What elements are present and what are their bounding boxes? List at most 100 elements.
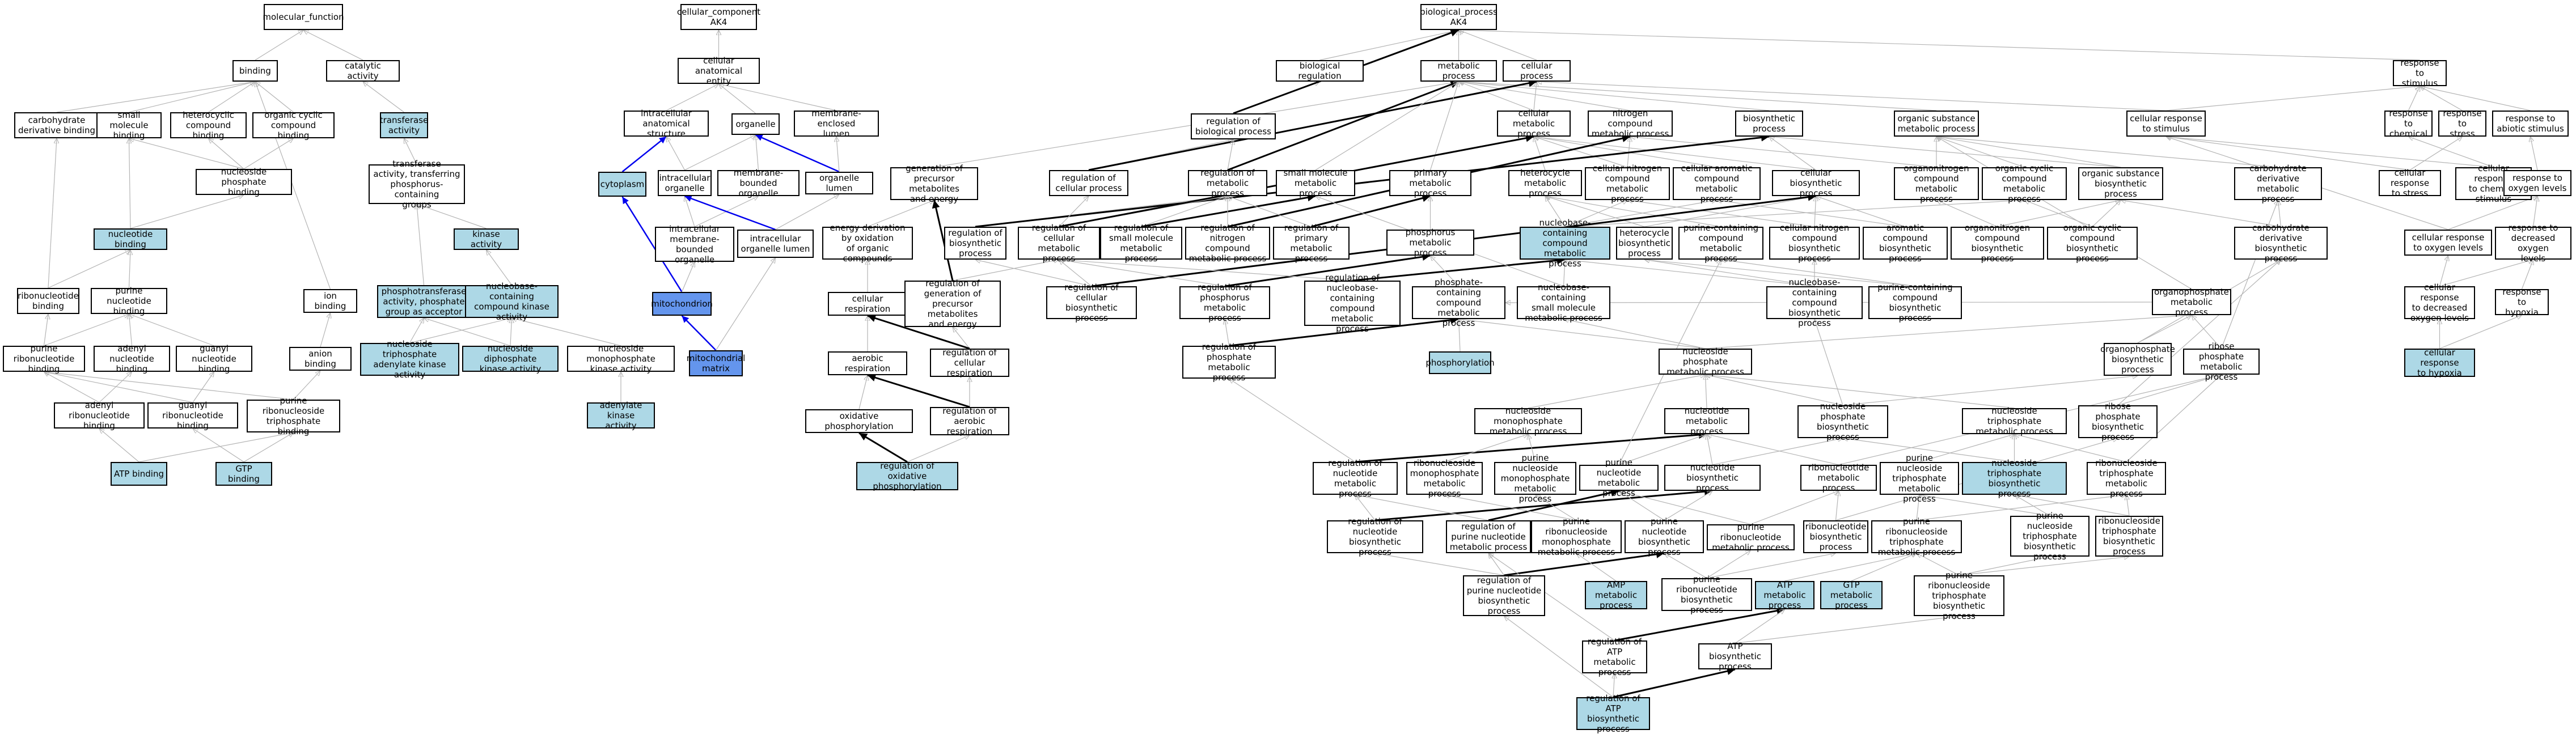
node-response-to-stimulus[interactable]: response to stimulus	[2393, 58, 2447, 88]
node-membrane-bounded-organelle[interactable]: membrane-bounded organelle	[717, 168, 800, 198]
node-cellular-biosynthetic-process[interactable]: cellular biosynthetic process	[1772, 168, 1860, 198]
node-cellular-anatomical-entity[interactable]: cellular anatomical entity	[678, 56, 760, 86]
node-organelle[interactable]: organelle	[731, 113, 780, 135]
node-ntp-adenylate-kinase-activity[interactable]: nucleoside triphosphate adenylate kinase…	[360, 339, 459, 380]
node-regulation-of-small-molecule-metabolic-process[interactable]: regulation of small molecule metabolic p…	[1100, 223, 1182, 264]
node-atp-binding[interactable]: ATP binding	[111, 462, 167, 486]
node-energy-derivation-by-oxidation[interactable]: energy derivation by oxidation of organi…	[822, 223, 913, 264]
node-amp-metabolic-process[interactable]: AMP metabolic process	[1585, 580, 1647, 610]
node-aromatic-compound-biosynthetic-process[interactable]: aromatic compound biosynthetic process	[1863, 223, 1948, 264]
node-cellular-process[interactable]: cellular process	[1503, 60, 1571, 82]
node-purine-ribonucleoside-monophosphate-metabolic-process[interactable]: purine ribonucleoside monophosphate meta…	[1531, 516, 1622, 557]
node-nucleoside-phosphate-binding[interactable]: nucleoside phosphate binding	[196, 167, 292, 197]
node-carbohydrate-derivative-binding[interactable]: carbohydrate derivative binding	[14, 112, 99, 138]
node-nucleoside-phosphate-biosynthetic-process[interactable]: nucleoside phosphate biosynthetic proces…	[1797, 401, 1888, 442]
node-carbohydrate-derivative-metabolic-process[interactable]: carbohydrate derivative metabolic proces…	[2234, 163, 2322, 204]
node-phosphorus-metabolic-process[interactable]: phosphorus metabolic process	[1386, 227, 1474, 258]
node-nbc-biosynthetic-process[interactable]: nucleobase-containing compound biosynthe…	[1766, 277, 1863, 328]
node-regulation-of-cellular-respiration[interactable]: regulation of cellular respiration	[930, 347, 1009, 378]
node-mitochondrion[interactable]: mitochondrion	[651, 292, 713, 316]
node-biological-process[interactable]: biological_process AK4	[1420, 4, 1498, 30]
node-purine-nucleoside-triphosphate-biosynthetic-process[interactable]: purine nucleoside triphosphate biosynthe…	[2010, 511, 2089, 562]
node-cytoplasm[interactable]: cytoplasm	[598, 172, 646, 197]
node-binding[interactable]: binding	[232, 60, 278, 82]
node-phosphotransferase-activity[interactable]: phosphotransferase activity, phosphate g…	[377, 285, 471, 318]
node-cellular-metabolic-process[interactable]: cellular metabolic process	[1497, 108, 1571, 139]
node-small-molecule-binding[interactable]: small molecule binding	[96, 110, 162, 141]
node-ribose-phosphate-biosynthetic-process[interactable]: ribose phosphate biosynthetic process	[2078, 401, 2158, 442]
node-organic-cyclic-compound-biosynthetic-process[interactable]: organic cyclic compound biosynthetic pro…	[2047, 223, 2138, 264]
node-generation-of-precursor-metabolites[interactable]: generation of precursor metabolites and …	[890, 163, 978, 204]
node-organonitrogen-compound-metabolic-process[interactable]: organonitrogen compound metabolic proces…	[1894, 163, 1979, 204]
node-nbc-metabolic-process[interactable]: nucleobase-containing compound metabolic…	[1520, 218, 1610, 269]
node-gtp-binding[interactable]: GTP binding	[215, 462, 272, 486]
node-cellular-nitrogen-compound-biosynthetic-process[interactable]: cellular nitrogen compound biosynthetic …	[1769, 223, 1860, 264]
node-regulation-of-purine-nucleotide-biosynthetic-process[interactable]: regulation of purine nucleotide biosynth…	[1463, 575, 1545, 616]
node-adenylate-kinase-activity[interactable]: adenylate kinase activity	[587, 400, 655, 431]
node-purine-nucleotide-metabolic-process[interactable]: purine nucleotide metabolic process	[1579, 457, 1659, 498]
node-purine-ribonucleoside-triphosphate-biosynthetic-process[interactable]: purine ribonucleoside triphosphate biosy…	[1914, 570, 2004, 621]
node-biosynthetic-process[interactable]: biosynthetic process	[1735, 111, 1803, 137]
node-ntp-metabolic-process[interactable]: nucleoside triphosphate metabolic proces…	[1962, 406, 2067, 436]
node-regulation-of-nucleotide-biosynthetic-process[interactable]: regulation of nucleotide biosynthetic pr…	[1327, 516, 1423, 557]
node-transferase-phosphorus-groups[interactable]: transferase activity, transferring phosp…	[369, 159, 465, 210]
node-intracellular-membrane-bounded-organelle[interactable]: intracellular membrane-bounded organelle	[655, 224, 734, 265]
node-small-molecule-metabolic-process[interactable]: small molecule metabolic process	[1276, 168, 1355, 198]
node-regulation-of-nucleotide-metabolic-process[interactable]: regulation of nucleotide metabolic proce…	[1313, 458, 1398, 499]
node-guanyl-ribonucleotide-binding[interactable]: guanyl ribonucleotide binding	[147, 400, 238, 431]
node-intracellular-anatomical-structure[interactable]: intracellular anatomical structure	[624, 108, 709, 139]
node-heterocyclic-compound-binding[interactable]: heterocyclic compound binding	[170, 110, 247, 141]
node-cellular-response-to-oxygen-levels[interactable]: cellular response to oxygen levels	[2404, 230, 2492, 256]
node-purine-ribonucleoside-triphosphate-binding[interactable]: purine ribonucleoside triphosphate bindi…	[247, 396, 340, 436]
node-regulation-of-generation-of-precursor-metabolites[interactable]: regulation of generation of precursor me…	[904, 278, 1001, 329]
node-regulation-of-atp-biosynthetic-process[interactable]: regulation of ATP biosynthetic process	[1576, 693, 1650, 734]
node-nbc-kinase-activity[interactable]: nucleobase-containing compound kinase ac…	[465, 281, 559, 322]
node-regulation-of-aerobic-respiration[interactable]: regulation of aerobic respiration	[930, 406, 1009, 436]
node-purine-ribonucleotide-biosynthetic-process[interactable]: purine ribonucleotide biosynthetic proce…	[1661, 574, 1752, 615]
node-organelle-lumen[interactable]: organelle lumen	[805, 172, 873, 194]
node-response-to-chemical[interactable]: response to chemical	[2384, 108, 2433, 139]
node-phosphate-containing-compound-metabolic-process[interactable]: phosphate-containing compound metabolic …	[1412, 277, 1505, 328]
node-cellular-component[interactable]: cellular_component AK4	[677, 4, 760, 30]
node-organophosphate-metabolic-process[interactable]: organophosphate metabolic process	[2152, 287, 2231, 317]
node-organophosphate-biosynthetic-process[interactable]: organophosphate biosynthetic process	[2100, 343, 2175, 376]
node-carbohydrate-derivative-biosynthetic-process[interactable]: carbohydrate derivative biosynthetic pro…	[2234, 223, 2328, 264]
node-purine-nucleoside-triphosphate-metabolic-process[interactable]: purine nucleoside triphosphate metabolic…	[1880, 453, 1959, 504]
node-cellular-aromatic-compound-metabolic-process[interactable]: cellular aromatic compound metabolic pro…	[1673, 163, 1761, 204]
node-ribose-phosphate-metabolic-process[interactable]: ribose phosphate metabolic process	[2183, 341, 2260, 382]
node-regulation-of-primary-metabolic-process[interactable]: regulation of primary metabolic process	[1273, 223, 1350, 264]
node-purine-ribonucleotide-binding[interactable]: purine ribonucleotide binding	[3, 343, 85, 374]
node-nucleotide-biosynthetic-process[interactable]: nucleotide biosynthetic process	[1664, 463, 1761, 493]
node-organonitrogen-compound-biosynthetic-process[interactable]: organonitrogen compound biosynthetic pro…	[1951, 223, 2044, 264]
node-nucleotide-binding[interactable]: nucleotide binding	[94, 228, 167, 250]
node-atp-metabolic-process[interactable]: ATP metabolic process	[1755, 580, 1814, 610]
node-regulation-of-cellular-metabolic-process[interactable]: regulation of cellular metabolic process	[1018, 223, 1100, 264]
node-regulation-of-biosynthetic-process[interactable]: regulation of biosynthetic process	[944, 227, 1006, 260]
node-response-to-oxygen-levels[interactable]: response to oxygen levels	[2503, 170, 2571, 196]
node-response-to-decreased-oxygen-levels[interactable]: response to decreased oxygen levels	[2495, 223, 2571, 264]
node-regulation-of-nbc-metabolic-process[interactable]: regulation of nucleobase-containing comp…	[1304, 273, 1401, 334]
node-response-to-hypoxia[interactable]: response to hypoxia	[2495, 287, 2549, 317]
node-purine-containing-compound-biosynthetic-process[interactable]: purine-containing compound biosynthetic …	[1868, 282, 1962, 323]
node-ribonucleoside-triphosphate-biosynthetic-process[interactable]: ribonucleoside triphosphate biosynthetic…	[2095, 516, 2163, 557]
node-ribonucleotide-metabolic-process[interactable]: ribonucleotide metabolic process	[1800, 463, 1877, 493]
node-nucleoside-phosphate-metabolic-process[interactable]: nucleoside phosphate metabolic process	[1659, 346, 1752, 377]
node-regulation-of-atp-metabolic-process[interactable]: regulation of ATP metabolic process	[1582, 637, 1647, 677]
node-organic-cyclic-compound-binding[interactable]: organic cyclic compound binding	[252, 110, 335, 141]
node-nitrogen-compound-metabolic-process[interactable]: nitrogen compound metabolic process	[1588, 108, 1673, 139]
node-purine-nucleoside-monophosphate-metabolic-process[interactable]: purine nucleoside monophosphate metaboli…	[1494, 453, 1576, 504]
node-cellular-nitrogen-compound-metabolic-process[interactable]: cellular nitrogen compound metabolic pro…	[1585, 163, 1670, 204]
node-regulation-of-phosphate-metabolic-process[interactable]: regulation of phosphate metabolic proces…	[1182, 342, 1276, 383]
node-ribonucleotide-binding[interactable]: ribonucleotide binding	[17, 288, 79, 314]
node-intracellular-organelle[interactable]: intracellular organelle	[658, 170, 712, 196]
node-transferase-activity[interactable]: transferase activity	[380, 112, 428, 138]
node-regulation-of-purine-nucleotide-metabolic-process[interactable]: regulation of purine nucleotide metaboli…	[1446, 520, 1531, 553]
node-nucleoside-monophosphate-metabolic-process[interactable]: nucleoside monophosphate metabolic proce…	[1474, 406, 1582, 436]
node-purine-nucleotide-binding[interactable]: purine nucleotide binding	[91, 286, 167, 316]
node-ribonucleoside-monophosphate-metabolic-process[interactable]: ribonucleoside monophosphate metabolic p…	[1406, 458, 1483, 499]
node-molecular-function[interactable]: molecular_function	[263, 4, 344, 30]
node-nmp-kinase-activity[interactable]: nucleoside monophosphate kinase activity	[567, 343, 675, 374]
node-aerobic-respiration[interactable]: aerobic respiration	[828, 351, 907, 375]
node-phosphorylation[interactable]: phosphorylation	[1426, 351, 1495, 374]
node-response-to-stress[interactable]: response to stress	[2438, 108, 2486, 139]
